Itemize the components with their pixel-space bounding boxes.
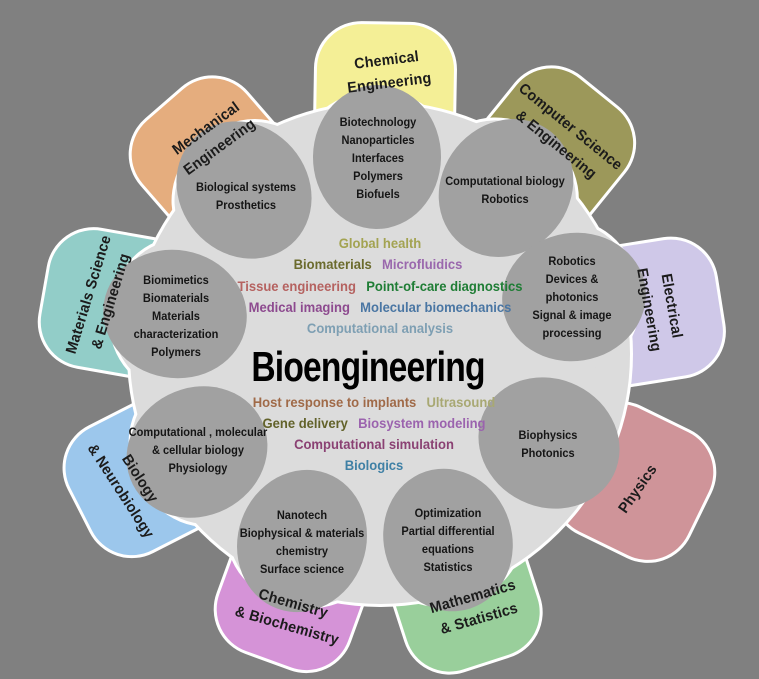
center-term: Computational analysis [306, 320, 454, 336]
center-term: Medical imaging [248, 299, 350, 315]
topic-line: Polymers [151, 345, 201, 359]
center-line-7: Computational simulation [294, 436, 454, 452]
topic-line: Nanoparticles [341, 133, 415, 147]
topic-line: Nanotech [276, 508, 328, 522]
topic-line: photonics [545, 290, 599, 304]
center-term: Gene delivery [262, 415, 348, 431]
center-term: Host response to implants [252, 394, 417, 410]
topic-line: Polymers [353, 169, 403, 183]
topic-line: Computational biology [445, 174, 565, 188]
topic-line: Interfaces [351, 151, 405, 165]
topic-line: Photonics [521, 446, 575, 460]
topic-line: Devices & [545, 272, 599, 286]
topic-line: Biophysics [518, 428, 578, 442]
inner-petal-mathematics-statistics [383, 468, 513, 612]
topic-line: Computational , molecular [128, 425, 268, 439]
topic-line: chemistry [275, 544, 329, 558]
topic-line: Biophysical & materials [239, 526, 365, 540]
topic-line: Robotics [481, 192, 529, 206]
center-term: Tissue engineering [237, 278, 356, 294]
inner-petal-mechanical-engineering [176, 121, 312, 259]
topic-line: Robotics [548, 254, 596, 268]
center-term: Point-of-care diagnostics [366, 278, 523, 294]
center-line-8: Biologics [345, 457, 404, 473]
center-term: Biosystem modeling [358, 415, 486, 431]
center-term: Global health [338, 235, 422, 251]
topic-line: processing [542, 326, 602, 340]
topic-line: Biofuels [356, 187, 400, 201]
inner-petal-chemical-engineering [312, 85, 442, 229]
center-line-1: Biomaterials Microfluidics [294, 256, 463, 272]
topic-line: Biomimetics [143, 273, 209, 287]
center-line-5: Host response to implants Ultrasound [253, 394, 495, 410]
center-term: Molecular biomechanics [360, 299, 512, 315]
center-line-3: Medical imaging Molecular biomechanics [249, 299, 512, 315]
topic-line: Biological systems [195, 180, 297, 194]
topic-line: equations [421, 542, 475, 556]
topic-line: Optimization [414, 506, 482, 520]
topic-line: Partial differential [401, 524, 495, 538]
topic-line: Biotechnology [339, 115, 417, 129]
center-term: Computational simulation [294, 436, 454, 452]
center-term: Microfluidics [382, 256, 463, 272]
center-line-6: Gene delivery Biosystem modeling [263, 415, 486, 431]
topic-line: Biomaterials [142, 291, 210, 305]
inner-petal-biology-neurobiology [126, 386, 268, 518]
center-title: Bioengineering [251, 343, 485, 390]
center-term: Biologics [344, 457, 404, 473]
inner-petal-electrical-engineering [502, 232, 646, 362]
center-term: Biomaterials [293, 256, 372, 272]
inner-petals [103, 85, 646, 613]
topic-line: Prosthetics [215, 198, 277, 212]
topic-line: Materials [152, 309, 200, 323]
inner-petal-materials-science-engineering [103, 249, 247, 379]
topic-line: Signal & image [532, 308, 612, 322]
topic-line: characterization [133, 327, 219, 341]
topic-line: & cellular biology [151, 443, 245, 457]
inner-petal-chemistry-biochemistry [237, 469, 367, 613]
center-line-2: Tissue engineering Point-of-care diagnost… [238, 278, 523, 294]
center-line-4: Computational analysis [307, 320, 453, 336]
topic-line: Physiology [168, 461, 228, 475]
topic-line: Surface science [259, 562, 345, 576]
center-term: Ultrasound [426, 394, 496, 410]
inner-petal-physics [478, 377, 620, 509]
inner-petal-computer-science-engineering [438, 119, 574, 257]
topics-biology-neurobiology: Computational , molecular & cellular biol… [129, 423, 268, 477]
topic-line: Statistics [423, 560, 473, 574]
center-line-0: Global health [339, 235, 421, 251]
